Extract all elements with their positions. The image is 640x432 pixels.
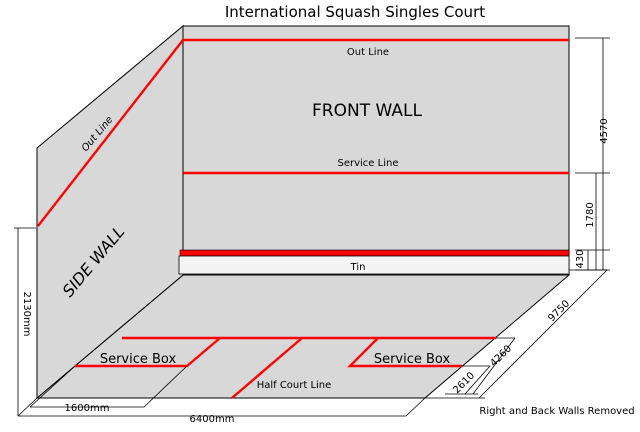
right-service-box-outline [347,337,462,368]
side-wall-height-dimension-lines [14,227,36,416]
tin-label: Tin [350,262,366,273]
service-box-depth-dimension: 2610 [451,370,477,396]
right-service-box-label: Service Box [374,352,451,367]
short-line-distance-dimension: 4260 [488,343,514,369]
left-service-box-label: Service Box [100,352,177,367]
out-line-height-dimension: 4570 [599,118,610,143]
service-line-label: Service Line [338,158,399,169]
tin-red-board [179,249,570,257]
front-wall [182,25,570,276]
tin [178,255,570,275]
court-length-dimension: 9750 [546,298,572,324]
half-court-line [231,337,303,399]
front-wall-label: FRONT WALL [312,101,422,121]
diagram-title: International Squash Singles Court [225,3,485,21]
length-dimensions [425,269,608,399]
half-court-line-label: Half Court Line [257,380,332,391]
side-wall-back-height-dimension: 2130mm [21,292,32,337]
service-box-width-dimension: 1600mm [65,403,110,414]
court-width-dimension: 6400mm [190,414,235,425]
height-dimensions [575,37,610,271]
service-line-height-dimension: 1780 [585,202,596,227]
side-wall-out-line [37,39,184,227]
removed-walls-note: Right and Back Walls Removed [479,406,634,417]
width-dimensions [17,365,426,417]
front-out-line-label: Out Line [347,47,389,58]
tin-height-dimension: 430 [575,249,586,268]
